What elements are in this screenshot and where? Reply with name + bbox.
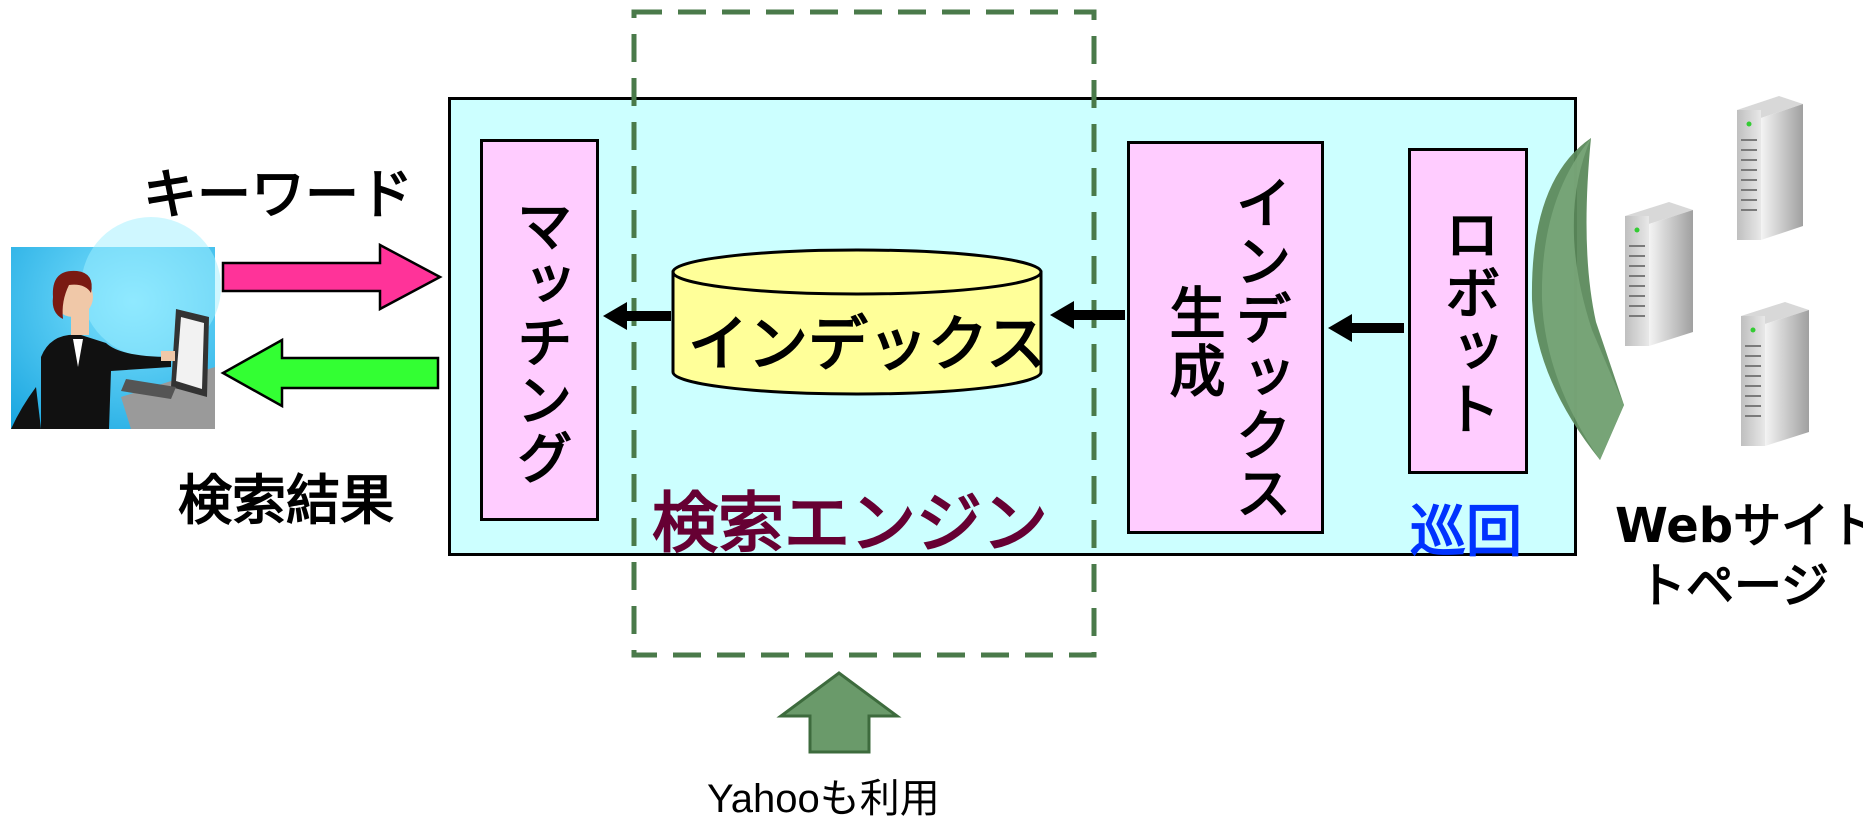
results-label: 検索結果 — [178, 469, 394, 532]
matching-label: マッチング — [507, 197, 572, 487]
server-3 — [1741, 302, 1809, 446]
web-site-label-2: トページ — [1638, 558, 1830, 614]
result-arrow — [220, 337, 440, 409]
keyword-label: キーワード — [143, 163, 413, 226]
matching-box: マッチング — [480, 139, 599, 521]
web-site-label-1: Webサイト — [1615, 498, 1863, 554]
server-1 — [1737, 96, 1803, 240]
user-computer-icon — [11, 217, 221, 429]
yahoo-label: Yahooも利用 — [707, 777, 940, 821]
crawl-label: 巡回 — [1410, 500, 1522, 565]
index-database-label: インデックス — [688, 310, 1047, 380]
web-servers-icon — [1625, 96, 1809, 446]
index-generation-box: インデックス 生成 — [1127, 141, 1324, 534]
index-generation-label-2: 生成 — [1160, 284, 1225, 400]
server-2 — [1625, 202, 1693, 346]
arrow-db-to-matching — [603, 302, 671, 330]
engine-title: 検索エンジン — [652, 485, 1048, 562]
robot-box: ロボット — [1408, 148, 1528, 474]
arrow-index-gen-to-db — [1050, 301, 1125, 329]
index-generation-label-1: インデックス — [1226, 174, 1291, 522]
robot-label: ロボット — [1435, 206, 1500, 438]
arrow-robot-to-index-gen — [1328, 314, 1404, 342]
query-arrow — [221, 242, 443, 312]
